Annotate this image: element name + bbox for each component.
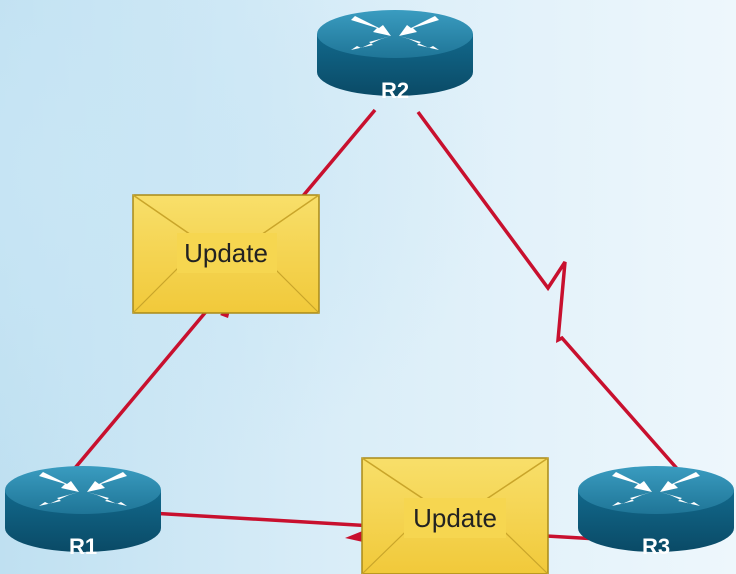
router-r1[interactable]: R1: [5, 466, 161, 559]
update-envelope: Update: [361, 457, 549, 574]
update-envelope: Update: [132, 194, 320, 314]
envelope-label: Update: [413, 503, 497, 533]
router-label: R2: [381, 78, 409, 103]
envelope-label: Update: [184, 238, 268, 268]
link-marker: [345, 530, 365, 542]
router-label: R1: [69, 534, 97, 559]
router-r2[interactable]: R2: [317, 10, 473, 103]
router-label: R3: [642, 534, 670, 559]
link-r2-r3-serial: [416, 110, 682, 474]
router-r3[interactable]: R3: [578, 466, 734, 559]
